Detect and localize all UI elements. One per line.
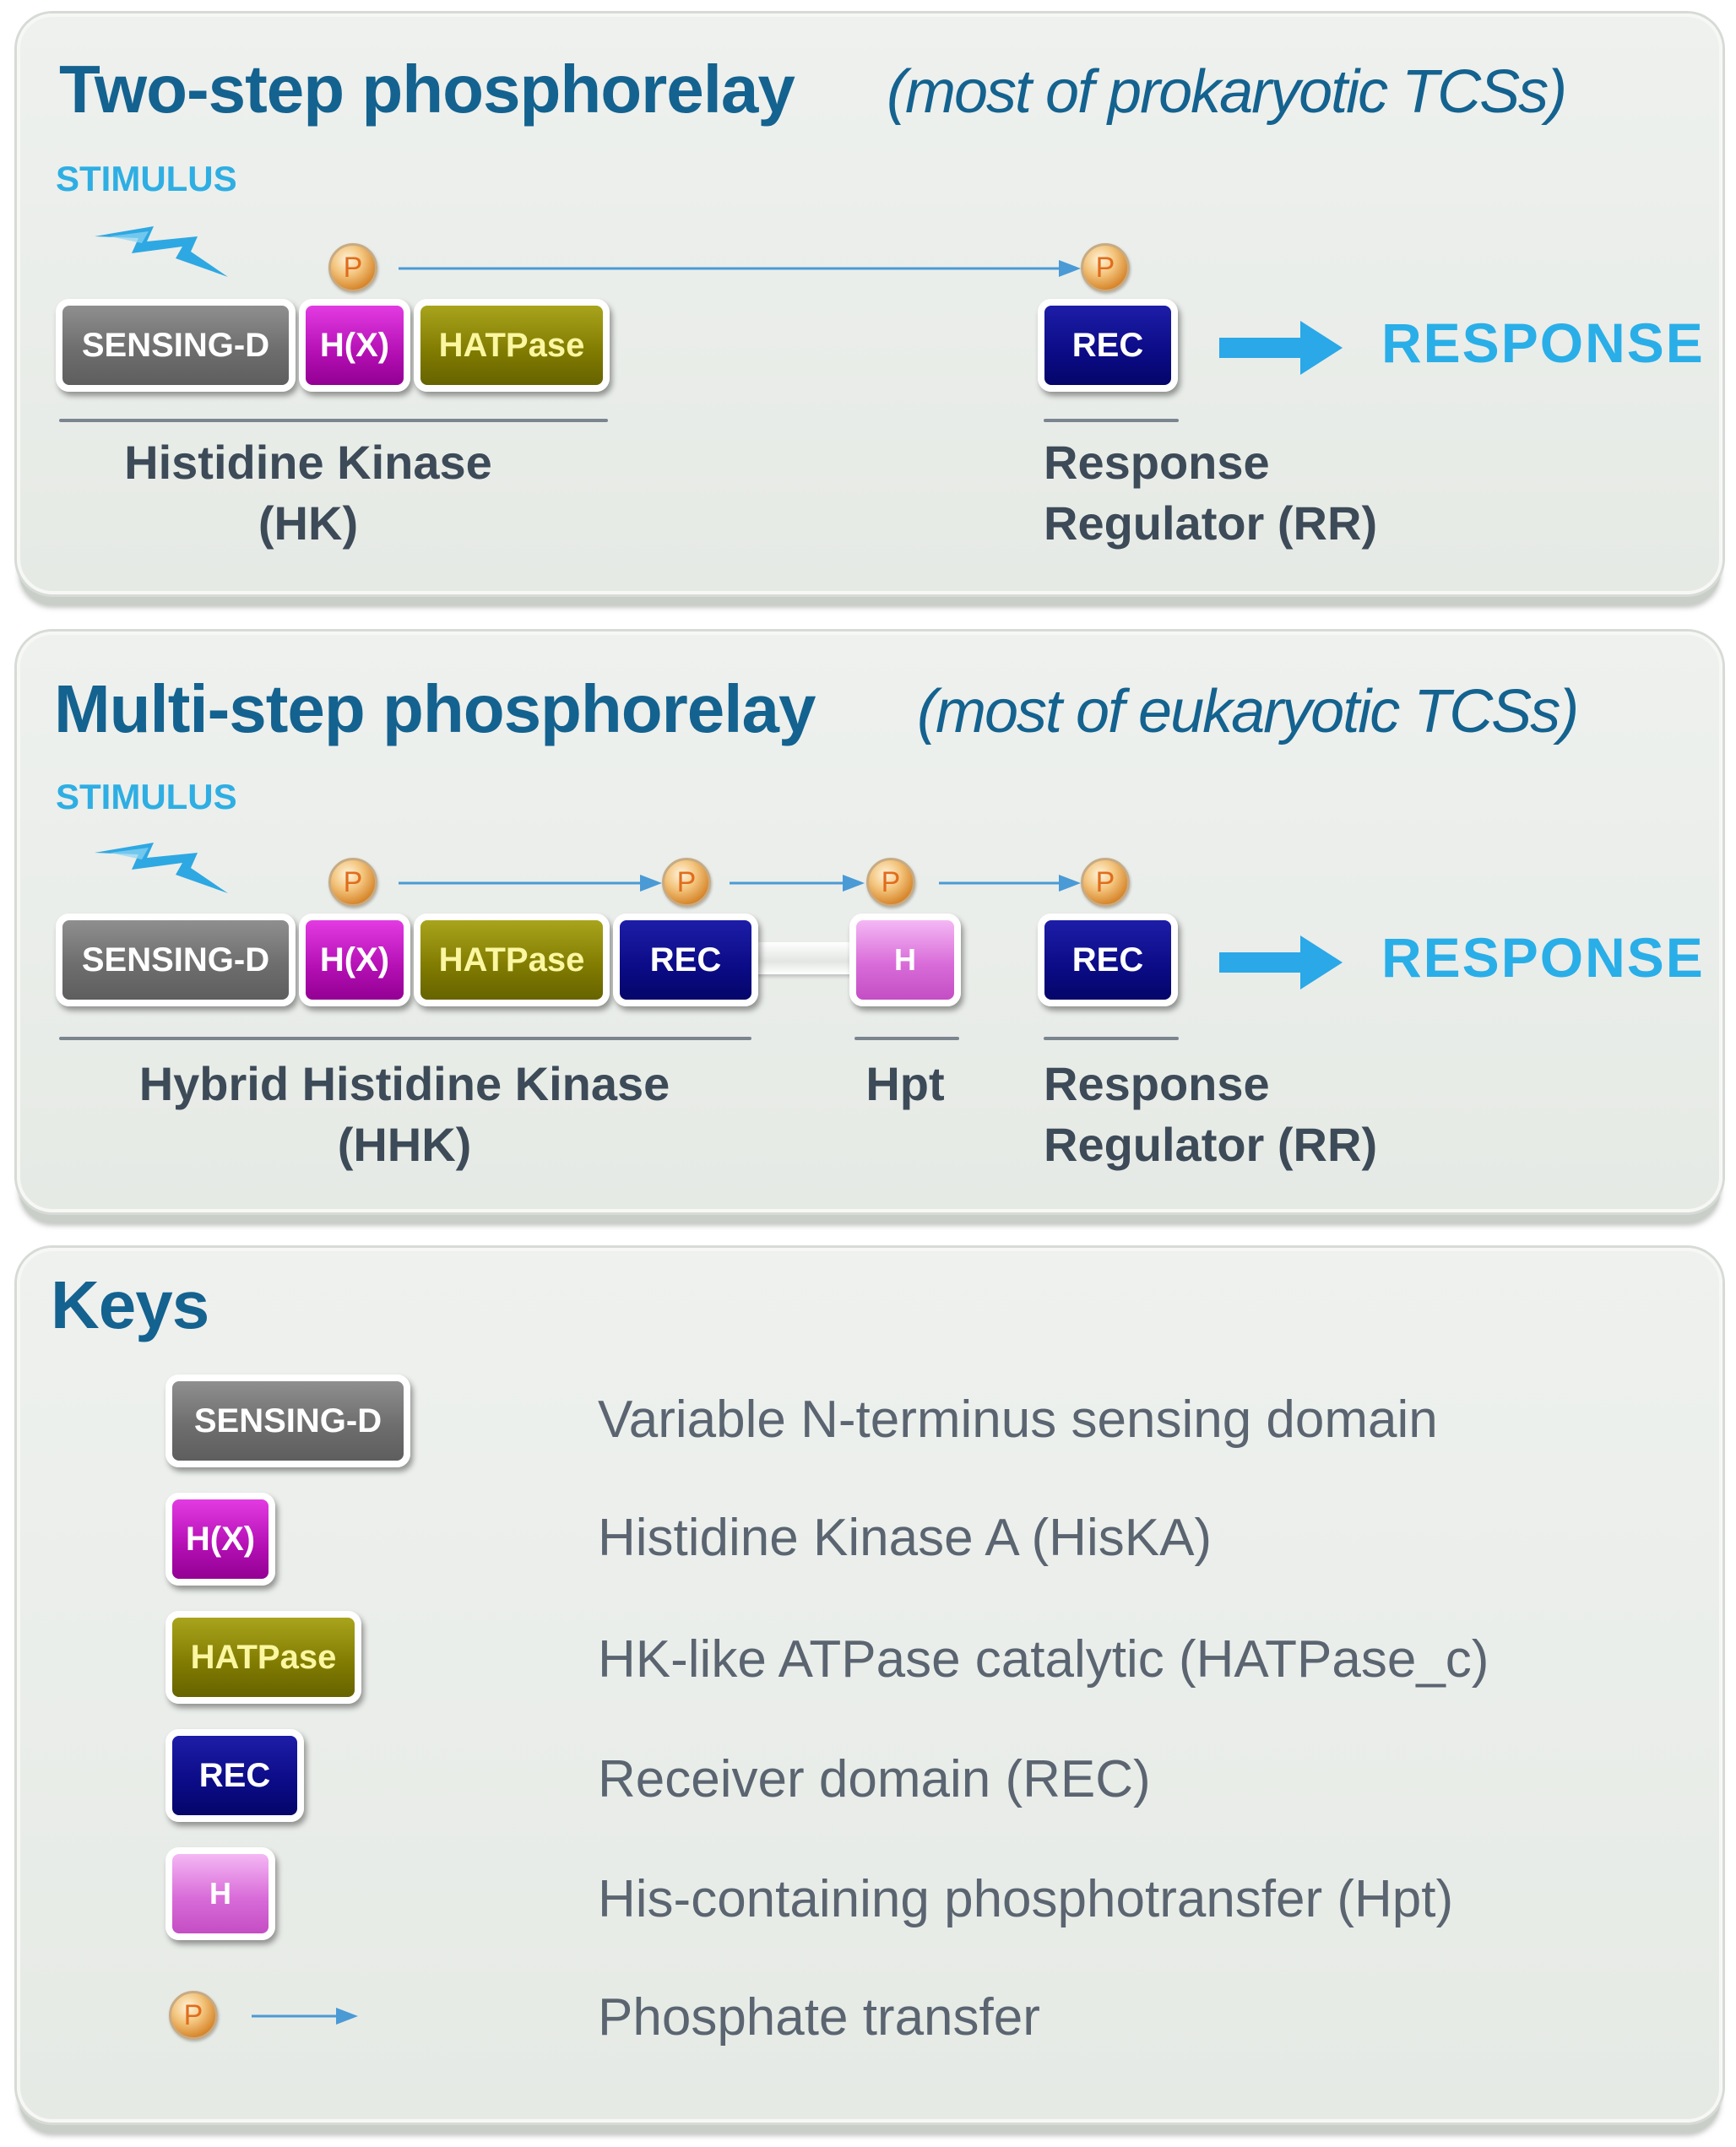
panel-title: Multi-step phosphorelay: [54, 671, 816, 746]
keys-title: Keys: [51, 1267, 209, 1342]
hhk-label: Hybrid Histidine Kinase (HHK): [138, 1057, 670, 1171]
panel-subtitle: (most of eukaryotic TCSs): [917, 678, 1579, 745]
phosphate-icon: P: [866, 858, 915, 907]
key-hpt-domain: H: [165, 1847, 275, 1940]
stimulus-label: STIMULUS: [56, 159, 237, 198]
panel-title: Two-step phosphorelay: [59, 52, 795, 127]
phosphate-icon: P: [1081, 243, 1130, 292]
key-description: His-containing phosphotransfer (Hpt): [598, 1870, 1454, 1928]
two-step-panel: Two-step phosphorelay (most of prokaryot…: [17, 14, 1722, 594]
key-description: Phosphate transfer: [598, 1988, 1040, 2047]
key-rec-domain: REC: [165, 1729, 304, 1822]
hhk-underline: [59, 1037, 751, 1040]
key-hx-domain: H(X): [165, 1493, 275, 1586]
response-label: RESPONSE: [1381, 926, 1705, 989]
phosphate-icon: P: [328, 243, 377, 292]
phosphate-transfer-arrow-icon: [399, 875, 662, 892]
hatpase-domain: HATPase: [414, 299, 610, 392]
hk-label: Histidine Kinase (HK): [124, 436, 492, 550]
response-label: RESPONSE: [1381, 312, 1705, 374]
multi-step-panel: Multi-step phosphorelay (most of eukaryo…: [17, 632, 1722, 1212]
key-hatpase-domain: HATPase: [165, 1611, 361, 1704]
hpt-underline: [854, 1037, 959, 1040]
stimulus-label: STIMULUS: [56, 777, 237, 816]
hx-domain: H(X): [299, 299, 410, 392]
key-description: Variable N-terminus sensing domain: [598, 1391, 1438, 1449]
phosphate-transfer-arrow-icon: [939, 875, 1081, 892]
hpt-domain: H: [849, 914, 961, 1006]
thin-arrow-icon: [252, 2008, 358, 2025]
phosphate-icon: P: [1081, 858, 1130, 907]
phosphate-transfer-arrow-icon: [399, 260, 1081, 277]
hhk-hpt-connector: [755, 942, 863, 974]
rec-domain: REC: [613, 914, 758, 1006]
rr-label: Response Regulator (RR): [1044, 436, 1378, 550]
rr-underline: [1044, 1037, 1179, 1040]
phosphate-icon: P: [328, 858, 377, 907]
keys-panel: Keys SENSING-D Variable N-terminus sensi…: [17, 1248, 1722, 2123]
sensing-domain: SENSING-D: [56, 914, 296, 1006]
phosphate-icon: P: [169, 1991, 218, 2040]
hpt-label: Hpt: [865, 1057, 945, 1110]
lightning-bolt-icon: [95, 843, 228, 893]
key-description: HK-like ATPase catalytic (HATPase_c): [598, 1630, 1489, 1689]
hx-domain: H(X): [299, 914, 410, 1006]
rr-underline: [1044, 419, 1179, 422]
lightning-bolt-icon: [95, 226, 228, 277]
thick-arrow-icon: [1219, 935, 1343, 989]
hk-underline: [59, 419, 608, 422]
phosphate-transfer-arrow-icon: [730, 875, 865, 892]
rec-domain: REC: [1038, 914, 1178, 1006]
rr-label: Response Regulator (RR): [1044, 1057, 1378, 1171]
sensing-domain: SENSING-D: [56, 299, 296, 392]
phosphate-icon: P: [662, 858, 711, 907]
rec-domain: REC: [1038, 299, 1178, 392]
hatpase-domain: HATPase: [414, 914, 610, 1006]
key-description: Histidine Kinase A (HisKA): [598, 1509, 1212, 1567]
thick-arrow-icon: [1219, 321, 1343, 375]
key-sensing-domain: SENSING-D: [165, 1374, 410, 1467]
panel-subtitle: (most of prokaryotic TCSs): [887, 58, 1567, 126]
key-description: Receiver domain (REC): [598, 1750, 1151, 1808]
